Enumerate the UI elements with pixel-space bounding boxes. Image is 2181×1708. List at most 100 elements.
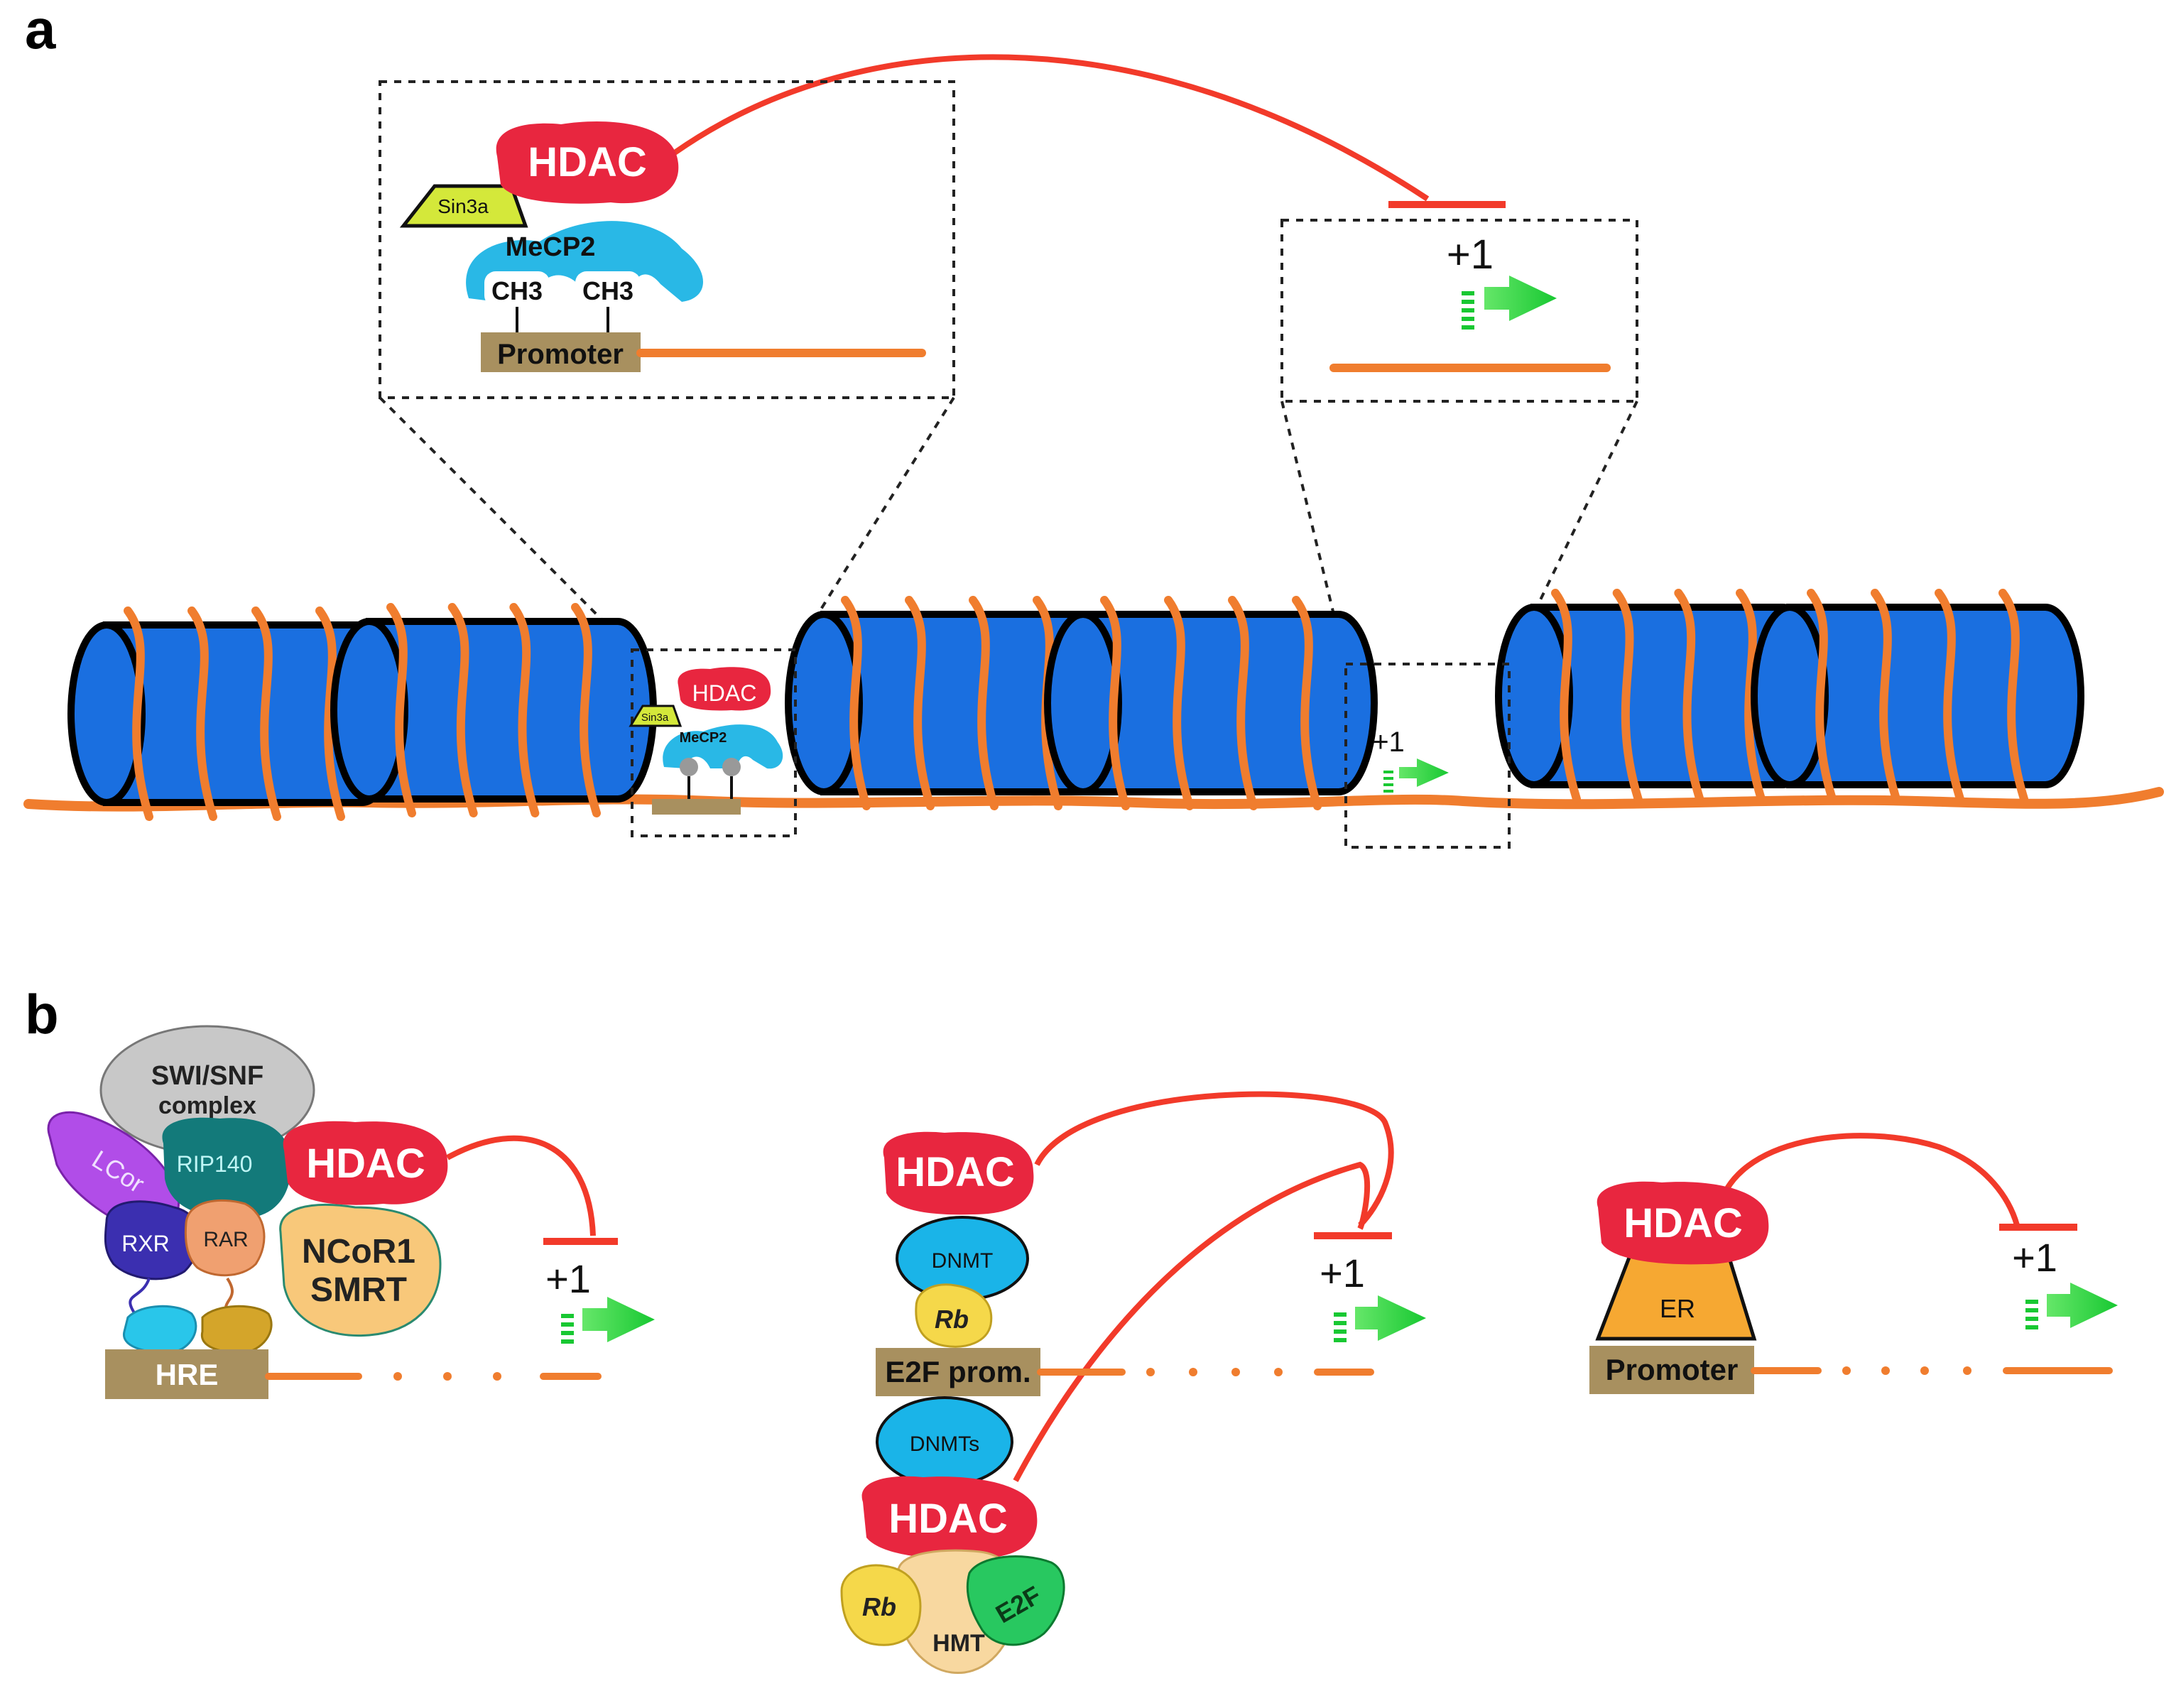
dna-wrap [1551, 589, 1581, 803]
e2f-promoter-box [876, 1348, 1040, 1396]
tss-label: +1 [545, 1256, 591, 1301]
hdac-shape [283, 1121, 448, 1205]
dna-dot [1963, 1366, 1971, 1375]
small-box-mecp2 [631, 648, 797, 837]
dna-dot [1231, 1368, 1240, 1376]
hdac-shape [1597, 1181, 1769, 1265]
dna-wrap [124, 606, 153, 821]
hdac-label: HDAC [1623, 1200, 1743, 1246]
zoom-line [379, 396, 633, 651]
dna-wrap [1935, 589, 1964, 803]
mecp2-complex-zoom: MeCP2 CH3 CH3 Sin3a HDAC Promoter [399, 121, 926, 372]
rip140-label: RIP140 [177, 1151, 253, 1177]
mecp2-shape [663, 724, 783, 769]
hre-box [105, 1349, 268, 1399]
tss-arrow-icon [561, 1297, 655, 1344]
promoter-label: Promoter [497, 339, 624, 370]
hdac-label: HDAC [692, 680, 757, 706]
promoter-label: Promoter [1606, 1353, 1739, 1386]
tss-label: +1 [1447, 232, 1494, 278]
hdac-shape [861, 1476, 1038, 1560]
dna-wrap [509, 603, 540, 817]
hdac-shape [883, 1131, 1034, 1215]
inhibition-curve [1034, 1091, 1394, 1227]
inhibition-curve-a [673, 54, 1430, 202]
dna-dot [443, 1372, 452, 1381]
zoom-box-left [379, 80, 955, 399]
sin3a-label: Sin3a [641, 712, 669, 724]
dna-dot [1146, 1368, 1155, 1376]
rxr-label: RXR [121, 1231, 170, 1256]
mecp2-complex-small: MeCP2 Sin3a HDAC [629, 667, 783, 815]
dbd-shape [123, 1305, 197, 1354]
tss-arrow-icon [1383, 758, 1449, 793]
zoom-line [794, 396, 955, 651]
dna-dot [1881, 1366, 1890, 1375]
hdac-shape [496, 121, 679, 204]
rb-label: Rb [935, 1305, 969, 1334]
dna-wrap [386, 603, 416, 817]
ch3-label: CH3 [582, 276, 633, 305]
tss-arrow-icon [2025, 1283, 2118, 1329]
er-complex: +1 ER HDAC Promoter [1589, 1133, 2118, 1394]
dna-wrap [1228, 596, 1258, 810]
ncor-label: NCoR1 [302, 1233, 415, 1271]
dna-dot [1189, 1368, 1197, 1376]
rar-label: RAR [203, 1228, 248, 1251]
e2f-promoter-label: E2F prom. [885, 1355, 1030, 1388]
zoom-box-right [1280, 219, 1638, 403]
dna-wrap [1612, 589, 1643, 803]
dna-wrap [1100, 596, 1130, 810]
dna-wrap [905, 596, 935, 810]
dna-dot [493, 1372, 501, 1381]
rb-label: Rb [862, 1592, 896, 1621]
promoter-box [481, 332, 641, 372]
dna-dot [1274, 1368, 1283, 1376]
dna-wrap [1292, 596, 1322, 810]
hdac-label: HDAC [306, 1141, 425, 1187]
dna-wrap [1736, 589, 1766, 803]
dna-wrap [1164, 596, 1194, 810]
rar-shape [184, 1199, 266, 1277]
dna-wrap [251, 606, 281, 821]
tss-small: +1 [1372, 727, 1449, 793]
inhibition-curve [1013, 1161, 1371, 1482]
dnmts-label: DNMTs [910, 1432, 979, 1456]
mecp2-label: MeCP2 [680, 730, 727, 746]
nuclear-receptor-complex: SWI/SNF complex LCor RIP140 RXR RAR NCoR… [47, 1025, 655, 1399]
ch3-box [484, 271, 550, 307]
mecp2-label: MeCP2 [506, 232, 596, 262]
e2f-complex: +1 HDAC DNMT Rb E2F prom. DNMTs HDAC HMT… [840, 1091, 1426, 1675]
nucleosome-icon [1044, 596, 1378, 810]
tss-label: +1 [2012, 1235, 2057, 1280]
dbd-shape [200, 1305, 273, 1354]
dna-wrap [447, 603, 478, 817]
dna-dot [1920, 1366, 1929, 1375]
tss-label: +1 [1320, 1251, 1365, 1295]
ch3-label: CH3 [491, 276, 543, 305]
small-box-tss [1344, 663, 1511, 849]
dna-wrap [315, 606, 345, 821]
dna-wrap [841, 596, 871, 810]
dna-dot [1842, 1366, 1851, 1375]
dna-wrap [1998, 589, 2028, 803]
ch3-box [575, 271, 641, 307]
tss-arrow-icon [1462, 276, 1557, 330]
hdac-shape [678, 667, 771, 711]
nucleosome-icon [1751, 589, 2084, 803]
nucleosome-icon [330, 603, 657, 817]
sin3a-label: Sin3a [437, 195, 489, 217]
hre-label: HRE [156, 1358, 219, 1391]
panel-b-label: b [25, 983, 59, 1045]
sin3a-shape [629, 705, 682, 727]
swisnf-label-2: complex [158, 1092, 256, 1119]
linker [129, 1278, 151, 1315]
dna-wrap [571, 603, 601, 817]
dna-wrap [1871, 589, 1900, 803]
panel-a-label: a [25, 0, 56, 60]
inhibition-curve [1716, 1133, 2020, 1226]
nucleosomes [67, 589, 2084, 821]
rip140-shape [162, 1117, 291, 1219]
inhibition-curve [446, 1135, 596, 1236]
